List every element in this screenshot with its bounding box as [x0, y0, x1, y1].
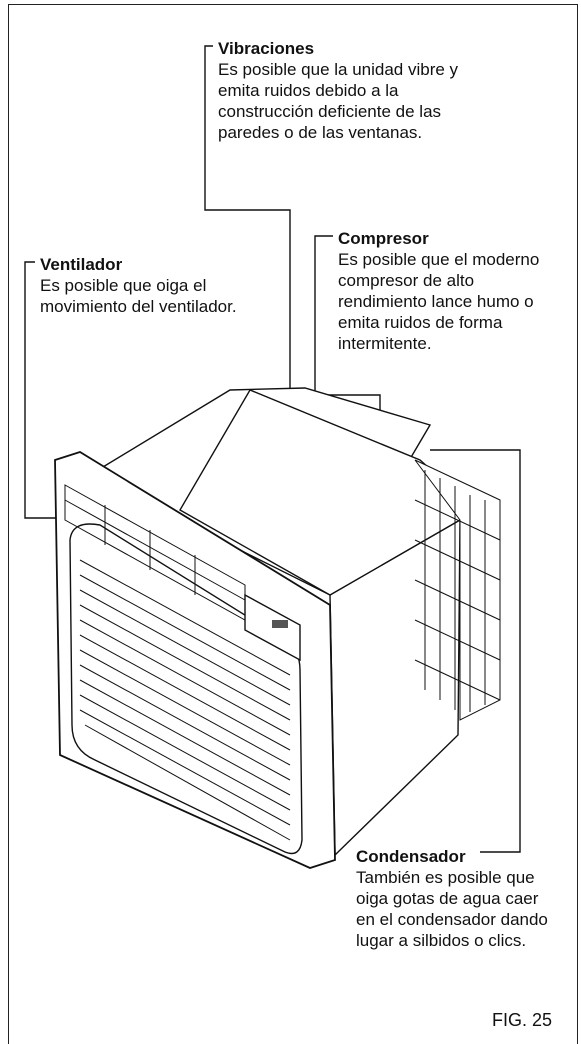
callout-line: Es posible que el moderno — [338, 250, 540, 269]
callout-line: movimiento del ventilador. — [40, 297, 237, 316]
callout-line: paredes o de las ventanas. — [218, 123, 423, 142]
callout-ventilador: Ventilador Es posible que oiga el movimi… — [40, 254, 300, 317]
callout-line: construcción deficiente de las — [218, 102, 442, 121]
callout-line: Es posible que la unidad vibre y — [218, 60, 459, 79]
figure-number: FIG. 25 — [492, 1010, 553, 1030]
callout-title: Compresor — [338, 229, 429, 248]
callout-line: lugar a silbidos o clics. — [356, 931, 527, 950]
callout-line: También es posible que — [356, 868, 535, 887]
callout-line: oiga gotas de agua caer — [356, 889, 539, 908]
callout-condensador: Condensador También es posible que oiga … — [356, 846, 581, 951]
callout-vibraciones: Vibraciones Es posible que la unidad vib… — [218, 38, 518, 143]
figure-frame — [8, 4, 578, 1044]
leader-vibraciones — [204, 45, 291, 465]
callout-title: Vibraciones — [218, 39, 315, 58]
callout-line: emita ruidos debido a la — [218, 81, 399, 100]
callout-line: en el condensador dando — [356, 910, 548, 929]
callout-line: compresor de alto — [338, 271, 475, 290]
callout-line: Es posible que oiga el — [40, 276, 207, 295]
display — [272, 620, 288, 628]
callout-title: Ventilador — [40, 255, 123, 274]
callout-title: Condensador — [356, 847, 466, 866]
callout-line: emita ruidos de forma — [338, 313, 503, 332]
intake-louvers — [79, 559, 291, 841]
condenser-grille — [414, 459, 501, 721]
callout-line: intermitente. — [338, 334, 432, 353]
leader-condensador — [430, 449, 521, 853]
callout-line: rendimiento lance humo o — [338, 292, 534, 311]
leader-ventilador — [24, 261, 70, 519]
callout-compresor: Compresor Es posible que el moderno comp… — [338, 228, 578, 354]
front-grille-panel — [69, 523, 303, 855]
